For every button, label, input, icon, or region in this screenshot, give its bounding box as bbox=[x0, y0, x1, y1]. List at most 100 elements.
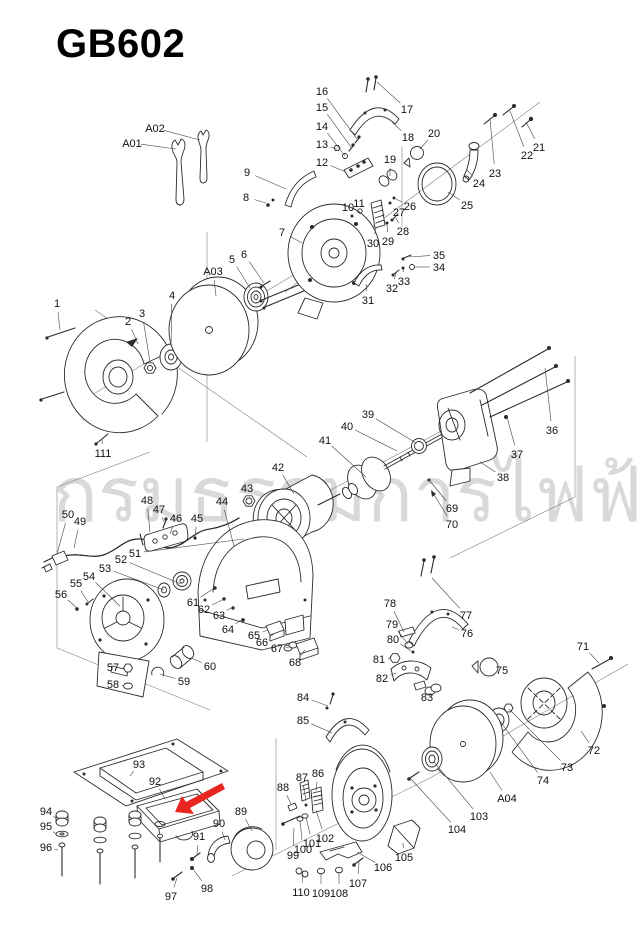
leader-line-42 bbox=[282, 474, 295, 495]
leader-line-35 bbox=[408, 255, 431, 258]
part-label-76: 76 bbox=[461, 628, 473, 640]
leader-line-76 bbox=[451, 626, 459, 630]
part-label-107: 107 bbox=[349, 878, 367, 890]
part-label-70: 70 bbox=[446, 519, 458, 531]
part-label-21: 21 bbox=[533, 142, 545, 154]
leader-line-5 bbox=[236, 266, 251, 289]
guard-bracket-9 bbox=[284, 170, 317, 208]
leader-line-14 bbox=[327, 132, 346, 157]
leader-line-48 bbox=[147, 508, 151, 533]
part-label-22: 22 bbox=[521, 150, 533, 162]
part-label-91: 91 bbox=[193, 831, 205, 843]
wrench-a02 bbox=[197, 129, 210, 184]
leader-line-97 bbox=[173, 877, 178, 888]
part-label-13: 13 bbox=[316, 139, 328, 151]
part-label-2: 2 bbox=[125, 316, 131, 328]
part-label-A03: A03 bbox=[203, 266, 223, 278]
leader-line-1 bbox=[57, 311, 61, 331]
cord-anchor-plate-46 bbox=[143, 523, 189, 552]
part-label-29: 29 bbox=[382, 236, 394, 248]
part-label-51: 51 bbox=[129, 548, 141, 560]
elbow-90 bbox=[207, 835, 231, 859]
leader-line-15 bbox=[327, 114, 352, 148]
leader-line-73 bbox=[508, 708, 561, 761]
leader-line-104 bbox=[410, 778, 452, 823]
part-label-92: 92 bbox=[149, 776, 161, 788]
part-label-A04: A04 bbox=[497, 793, 517, 805]
leader-line-17 bbox=[376, 81, 401, 104]
part-label-104: 104 bbox=[448, 824, 466, 836]
part-label-49: 49 bbox=[74, 516, 86, 528]
part-label-100: 100 bbox=[294, 844, 312, 856]
mount-hardware-94-96 bbox=[55, 810, 166, 885]
part-label-58: 58 bbox=[107, 679, 119, 691]
leader-line-59 bbox=[159, 673, 176, 679]
leader-line-39 bbox=[375, 418, 417, 444]
leader-line-A02 bbox=[163, 130, 201, 141]
part-label-87: 87 bbox=[296, 772, 308, 784]
leader-line-88 bbox=[286, 794, 292, 805]
part-label-77: 77 bbox=[460, 610, 472, 622]
leader-line-12 bbox=[330, 165, 347, 173]
part-label-35: 35 bbox=[433, 250, 445, 262]
part-label-82: 82 bbox=[376, 673, 388, 685]
leader-line-84 bbox=[311, 699, 329, 707]
part-label-8: 8 bbox=[243, 192, 249, 204]
leader-line-98 bbox=[192, 868, 202, 881]
part-label-73: 73 bbox=[561, 762, 573, 774]
motor-assembly bbox=[252, 346, 570, 548]
leader-line-55 bbox=[80, 590, 89, 603]
wheel-cover-2 bbox=[63, 316, 171, 434]
vent-plate-86 bbox=[299, 779, 311, 802]
part-label-93: 93 bbox=[133, 759, 145, 771]
left-wheel-guard-assembly bbox=[39, 262, 356, 446]
nut-57 bbox=[123, 663, 133, 673]
leader-line-49 bbox=[73, 529, 79, 549]
base-plate-93 bbox=[73, 738, 229, 807]
red-pointer-arrow bbox=[175, 783, 225, 814]
leader-line-8 bbox=[254, 199, 267, 204]
part-label-65: 65 bbox=[248, 630, 260, 642]
part-label-96: 96 bbox=[40, 842, 52, 854]
leader-line-90 bbox=[221, 831, 226, 841]
leader-line-56 bbox=[67, 599, 78, 609]
wrench-a01 bbox=[171, 138, 186, 206]
part-label-46: 46 bbox=[170, 513, 182, 525]
leader-line-45 bbox=[194, 526, 197, 538]
capacitor-60 bbox=[169, 655, 183, 669]
part-label-85: 85 bbox=[297, 715, 309, 727]
leader-line-16 bbox=[327, 98, 358, 140]
part-label-6: 6 bbox=[241, 249, 247, 261]
leader-line-66 bbox=[269, 633, 275, 638]
part-label-14: 14 bbox=[316, 121, 328, 133]
part-label-81: 81 bbox=[373, 654, 385, 666]
hex-nut-73 bbox=[503, 703, 514, 713]
part-label-111: 111 bbox=[95, 448, 112, 460]
power-plug-49 bbox=[51, 550, 69, 566]
part-label-83: 83 bbox=[421, 692, 433, 704]
part-label-43: 43 bbox=[241, 483, 253, 495]
leader-line-29 bbox=[386, 223, 388, 233]
part-label-54: 54 bbox=[83, 571, 95, 583]
part-label-31: 31 bbox=[362, 295, 374, 307]
part-label-39: 39 bbox=[362, 409, 374, 421]
leader-line-7 bbox=[289, 236, 303, 244]
leader-line-103 bbox=[433, 761, 474, 810]
leader-line-25 bbox=[447, 191, 460, 201]
leader-line-47 bbox=[161, 517, 165, 523]
leader-line-101 bbox=[305, 816, 311, 835]
part-label-42: 42 bbox=[272, 462, 284, 474]
part-label-56: 56 bbox=[55, 589, 67, 601]
part-label-27: 27 bbox=[393, 207, 405, 219]
leader-line-23 bbox=[489, 118, 495, 165]
leader-line-106 bbox=[356, 851, 376, 863]
wheel-cover-72 bbox=[511, 671, 603, 771]
leader-line-32 bbox=[394, 272, 397, 280]
part-label-101: 101 bbox=[303, 838, 321, 850]
part-label-99: 99 bbox=[287, 850, 299, 862]
part-label-109: 109 bbox=[312, 888, 330, 900]
clamp-59 bbox=[151, 666, 165, 677]
part-label-110: 110 bbox=[292, 887, 310, 899]
leader-line-107 bbox=[358, 861, 360, 875]
